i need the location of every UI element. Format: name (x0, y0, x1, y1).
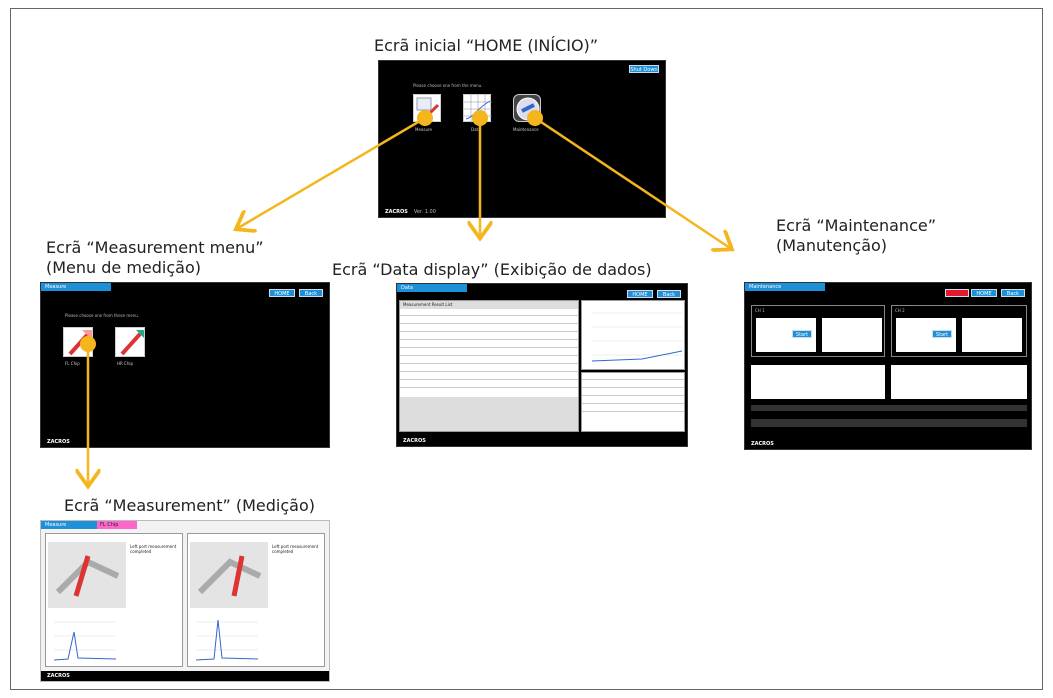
alarm-indicator (945, 289, 969, 297)
hr-chip-tile-label: HR Chip (117, 361, 134, 366)
home-footer: ZACROS Ver. 1.00 (379, 207, 665, 217)
hr-chip-icon (120, 330, 144, 356)
zacros-logo: ZACROS (47, 439, 70, 445)
measurement-result-list: Measurement Result List (399, 300, 579, 432)
label-home: Ecrã inicial “HOME (INÍCIO)” (374, 36, 599, 55)
left-port-panel: Left port measurement completed (45, 533, 183, 667)
ch2-info-box (891, 365, 1027, 399)
ch2-start-button[interactable]: Start (932, 330, 952, 338)
measure-tile-label: Measure (415, 127, 432, 132)
home-button[interactable]: HOME (627, 290, 653, 298)
label-measurement-menu-line1: Ecrã “Measurement menu” (46, 238, 264, 257)
measure-menu-prompt: Please choose one from these menu. (65, 313, 140, 318)
home-button[interactable]: HOME (971, 289, 997, 297)
maintenance-tile-marker (527, 110, 543, 126)
back-button[interactable]: Back (1001, 289, 1025, 297)
data-title: Data (397, 284, 467, 292)
measure-tile-marker (417, 110, 433, 126)
measure-menu-title: Measure (41, 283, 111, 291)
zacros-logo: ZACROS (751, 441, 774, 447)
fl-chip-tile-label: FL Chip (65, 361, 80, 366)
result-list-title: Measurement Result List (403, 302, 453, 307)
maintenance-tile-label: Maintenance (513, 127, 539, 132)
home-footer-version: Ver. 1.00 (413, 209, 436, 215)
home-button[interactable]: HOME (269, 289, 295, 297)
ch1-info-box (751, 365, 885, 399)
zacros-logo: ZACROS (403, 438, 426, 444)
ch2-panel: CH 2 Start (891, 305, 1027, 357)
maintenance-button-row (751, 405, 1027, 411)
right-device-illustration (190, 542, 268, 608)
ch2-label: CH 2 (895, 308, 905, 313)
hr-chip-tile-icon[interactable] (115, 327, 145, 357)
data-footer: ZACROS (397, 436, 687, 446)
fl-chip-tab[interactable]: FL Chip (97, 521, 137, 529)
shutdown-button[interactable]: Shut Down (629, 65, 659, 73)
label-data-display: Ecrã “Data display” (Exibição de dados) (332, 260, 652, 279)
ch1-panel: CH 1 Start (751, 305, 885, 357)
back-button[interactable]: Back (299, 289, 323, 297)
maintenance-mode-row (751, 419, 1027, 427)
ch1-start-button[interactable]: Start (792, 330, 812, 338)
label-maintenance-line1: Ecrã “Maintenance” (776, 216, 936, 235)
label-measurement: Ecrã “Measurement” (Medição) (64, 496, 316, 515)
data-display-screen-thumbnail: Data HOME Back Measurement Result List Z… (396, 283, 688, 447)
maintenance-title: Maintenance (745, 283, 825, 291)
ch2-box-b (962, 318, 1022, 352)
label-maintenance-line2: (Manutenção) (776, 236, 888, 255)
left-port-message: Left port measurement completed (130, 544, 177, 554)
ch1-box-b (822, 318, 882, 352)
zacros-logo: ZACROS (385, 209, 408, 215)
left-spectrum-chart (53, 621, 117, 661)
maintenance-footer: ZACROS (745, 439, 1031, 449)
arrow-home-to-maintenance (534, 116, 730, 248)
measurement-footer: ZACROS (41, 671, 329, 681)
data-tile-label: Data (471, 127, 481, 132)
data-detail-panel (581, 372, 685, 432)
data-chart-panel (581, 300, 685, 370)
right-port-message: Left port measurement completed (272, 544, 319, 554)
home-prompt: Please choose one from the menu. (413, 83, 483, 88)
home-screen-thumbnail: Shut Down Please choose one from the men… (378, 60, 666, 218)
zacros-logo: ZACROS (47, 673, 70, 679)
right-port-panel: Left port measurement completed (187, 533, 325, 667)
right-spectrum-chart (195, 619, 259, 661)
measurement-title: Measure (41, 521, 97, 529)
result-table[interactable] (400, 309, 578, 397)
data-line-chart (591, 312, 683, 362)
maintenance-screen-thumbnail: Maintenance HOME Back CH 1 Start CH 2 St… (744, 282, 1032, 450)
left-device-illustration (48, 542, 126, 608)
data-tile-marker (472, 110, 488, 126)
diagram-frame (10, 8, 1043, 690)
measure-menu-footer: ZACROS (41, 437, 329, 447)
measurement-screen-thumbnail: Measure FL Chip Left port measurement co… (40, 520, 330, 682)
label-measurement-menu-line2: (Menu de medição) (46, 258, 202, 277)
ch1-label: CH 1 (755, 308, 765, 313)
arrow-home-to-measurement-menu (238, 116, 426, 228)
back-button[interactable]: Back (657, 290, 681, 298)
fl-chip-tile-marker (80, 336, 96, 352)
